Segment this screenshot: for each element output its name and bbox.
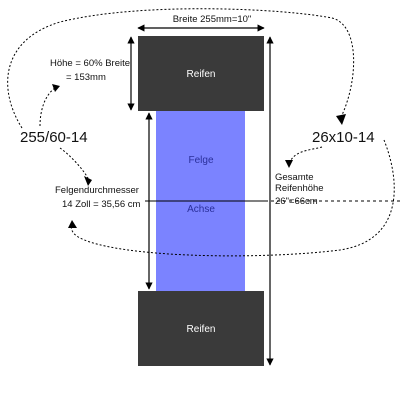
top-tire-block [138, 36, 264, 111]
connector-right-dotted [289, 146, 323, 163]
rim-diameter-label-line1: Felgendurchmesser [55, 185, 139, 196]
bottom-tire-block [138, 291, 264, 366]
tire-code-right: 26x10-14 [312, 129, 375, 146]
rim-diameter-label-line2: 14 Zoll = 35,56 cm [62, 199, 141, 210]
rim-label: Felge [188, 155, 213, 166]
connector-bottom-arrowhead [68, 220, 77, 228]
height-label-line1: Höhe = 60% Breite [50, 58, 130, 69]
connector-top-arrowhead [336, 114, 346, 125]
connector-top-dotted [7, 8, 355, 129]
width-label: Breite 255mm=10" [173, 14, 252, 25]
connector-bottom-dotted [70, 139, 395, 257]
connector-left-height-dotted [39, 87, 56, 127]
total-height-label-line2: Reifenhöhe [275, 183, 324, 194]
top-tire-label: Reifen [187, 69, 216, 80]
connector-left-rim-dotted [59, 147, 89, 179]
connector-left-rim-arrowhead [84, 176, 92, 186]
bottom-tire-label: Reifen [187, 324, 216, 335]
axle-label: Achse [187, 204, 215, 215]
total-height-label-line3: 26"=66cm [275, 196, 318, 207]
height-label-line2: = 153mm [66, 72, 106, 83]
tire-code-left: 255/60-14 [20, 129, 88, 146]
connector-left-height-arrowhead [52, 84, 60, 92]
total-height-label-line1: Gesamte [275, 172, 314, 183]
connector-right-arrowhead [285, 160, 293, 168]
